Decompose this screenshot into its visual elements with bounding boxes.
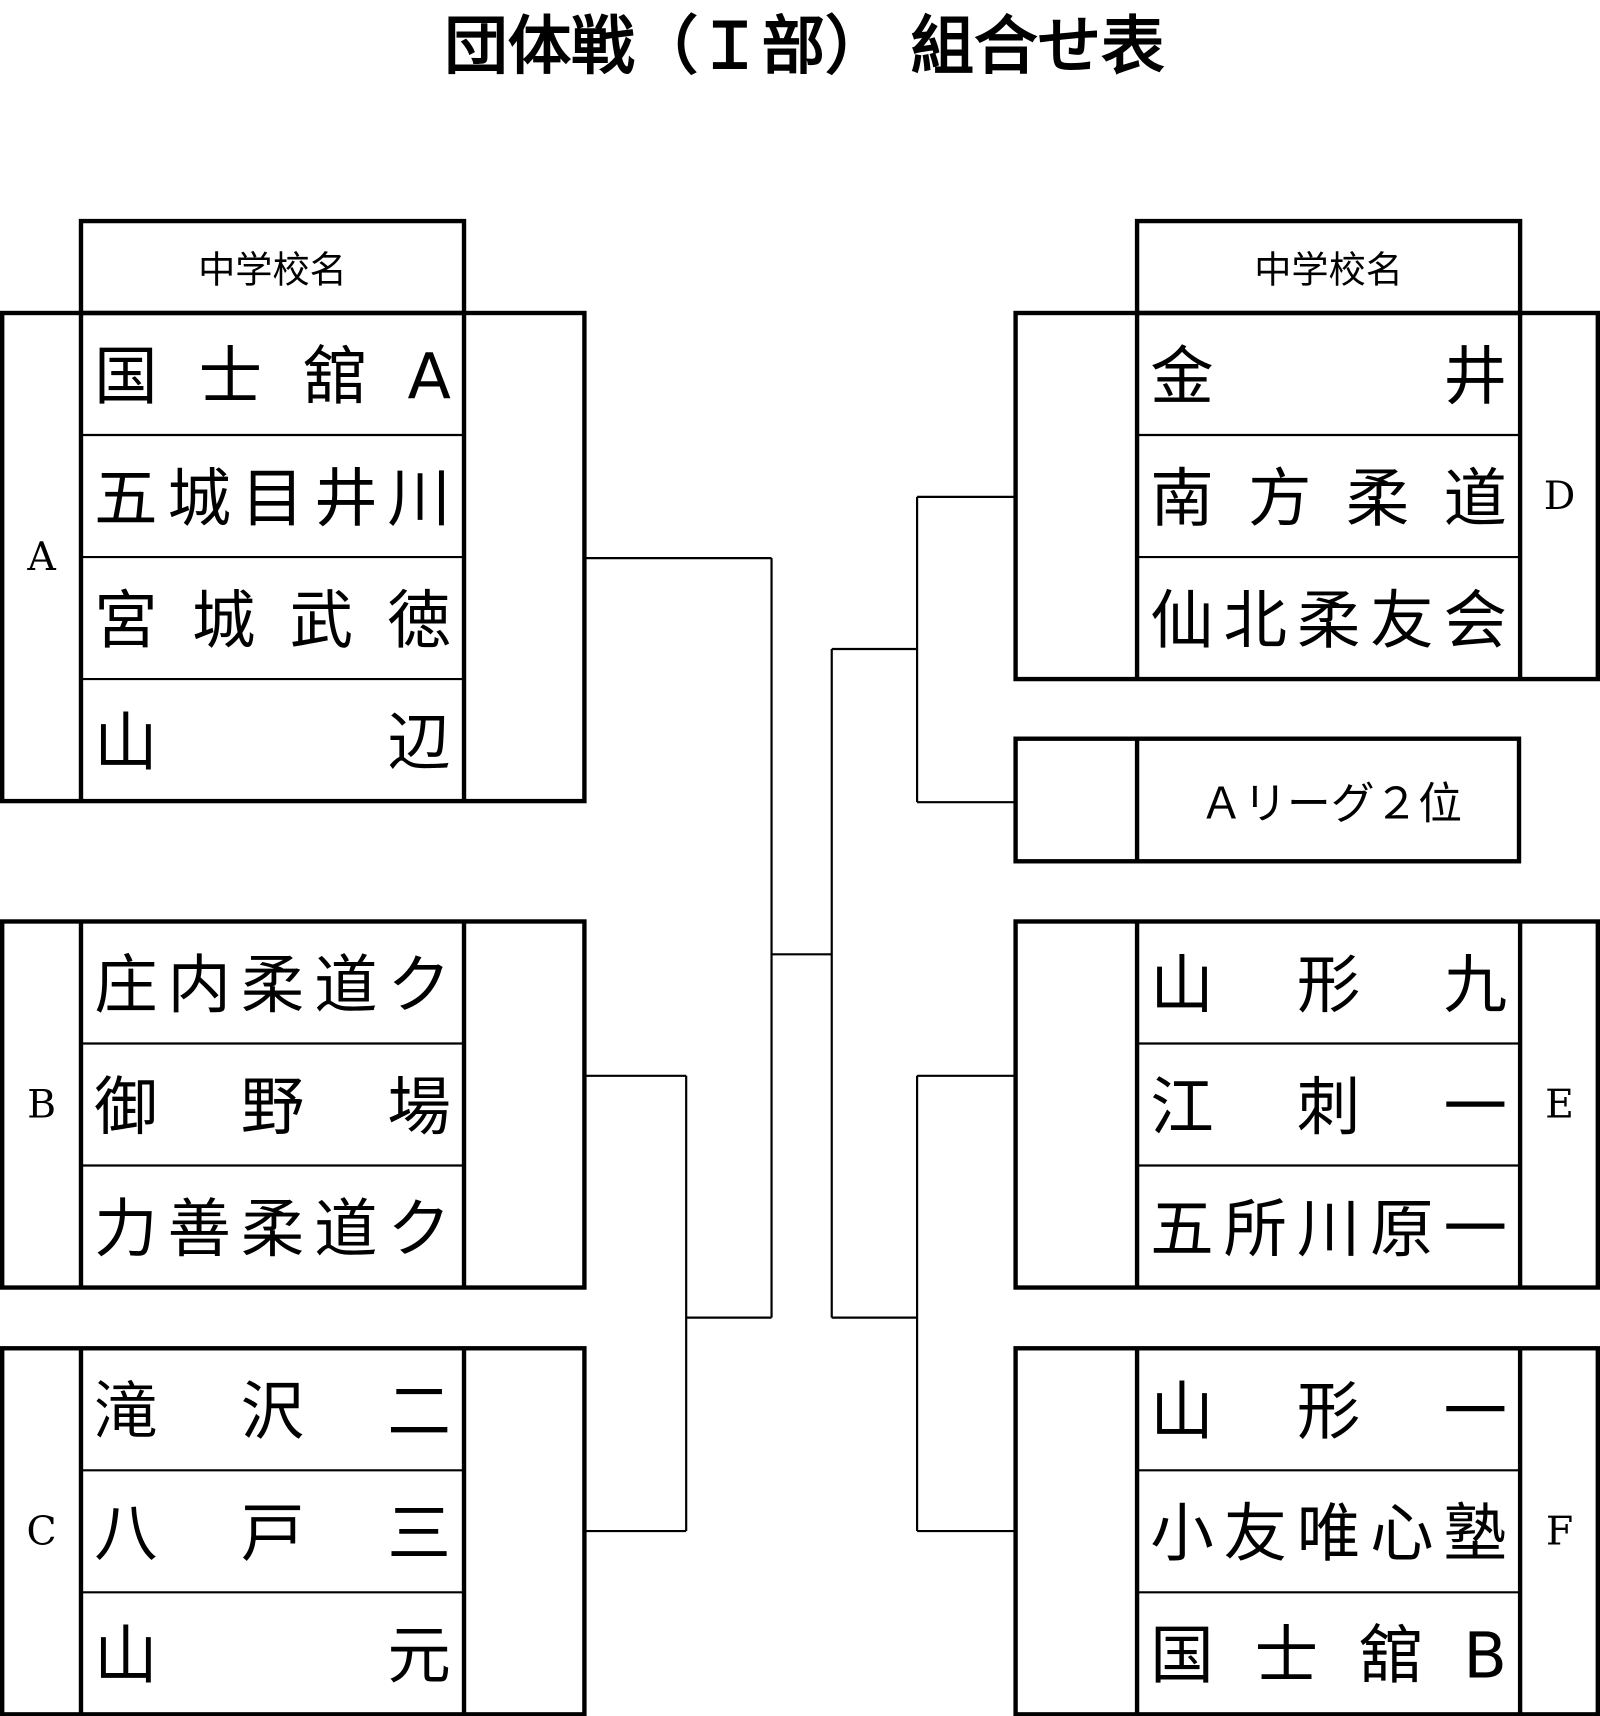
group-label: E [1545, 1082, 1574, 1128]
school-name: 金井 [1150, 339, 1507, 413]
header-label: 中学校名 [1254, 247, 1403, 291]
school-name: 滝沢二 [94, 1375, 451, 1449]
school-name: 宮城武徳 [94, 583, 451, 657]
school-name: 五所川原一 [1150, 1192, 1507, 1266]
school-name: 山元 [94, 1619, 451, 1693]
group-label: A [26, 534, 56, 580]
school-name: 力善柔道ク [94, 1192, 451, 1266]
header-school-name: 中学校名 [1134, 218, 1523, 316]
school-name: 山形九 [1150, 948, 1507, 1022]
school-name: 仙北柔友会 [1150, 583, 1507, 657]
group-label: F [1546, 1508, 1573, 1554]
school-name: 山形一 [1150, 1375, 1507, 1449]
page-title: 団体戦（Ｉ部） 組合せ表 [444, 9, 1165, 83]
league-slot-label: Ａリーグ２位 [1199, 779, 1462, 830]
school-name: 国士舘B [1150, 1619, 1507, 1693]
header-label: 中学校名 [198, 247, 347, 291]
group-label: C [27, 1508, 57, 1554]
school-name: 江刺一 [1150, 1070, 1507, 1144]
league-slot: Ａリーグ２位 [1013, 736, 1522, 864]
school-name: 五城目井川 [94, 461, 451, 535]
header-school-name: 中学校名 [78, 218, 467, 316]
group-label: D [1544, 473, 1576, 519]
school-name: 小友唯心塾 [1150, 1497, 1507, 1571]
bracket-lines [584, 495, 1016, 1533]
school-name: 庄内柔道ク [94, 948, 451, 1022]
school-name: 御野場 [94, 1070, 451, 1144]
school-name: 八戸三 [94, 1497, 451, 1571]
school-name: 国士舘A [94, 339, 451, 413]
school-name: 山辺 [94, 705, 451, 779]
group-label: B [27, 1082, 56, 1128]
school-name: 南方柔道 [1150, 461, 1507, 535]
